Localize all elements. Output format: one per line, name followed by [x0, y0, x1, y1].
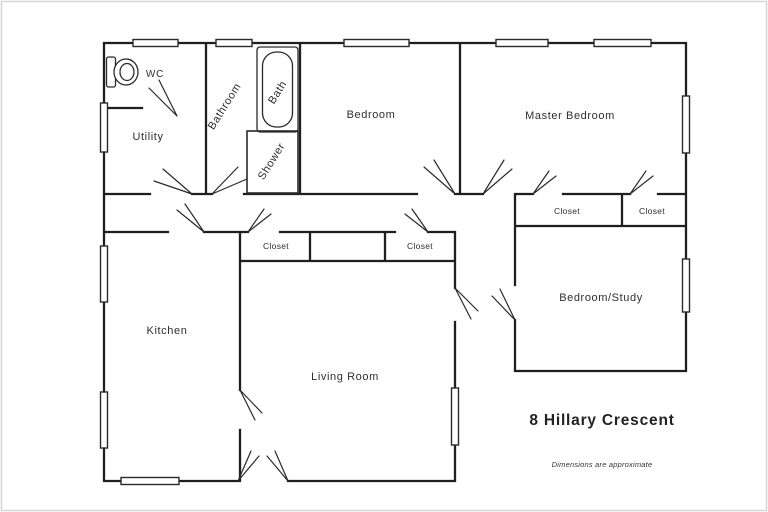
room-label-closet-hall-left: Closet — [263, 241, 289, 251]
door-swing-bedroom-study — [491, 288, 516, 321]
door-swing-closet-hall-left — [247, 208, 272, 233]
door-swing-kitchen-living — [239, 389, 263, 421]
window-symbol — [681, 95, 691, 154]
window-symbol — [132, 38, 179, 48]
window-symbol — [495, 38, 549, 48]
door-swing-kitchen — [176, 203, 205, 233]
toilet-icon — [105, 56, 139, 88]
door-swing-patio-right — [266, 450, 289, 482]
door-swing-bedroom — [423, 159, 456, 195]
window-symbol — [593, 38, 652, 48]
room-label-closet-hall-right: Closet — [407, 241, 433, 251]
door-swing-closet-hall-right — [404, 208, 429, 233]
door-swing-closet-master-right — [629, 170, 654, 195]
door-swing-wc — [148, 79, 178, 117]
door-swing-patio-left — [237, 450, 260, 482]
window-symbol — [681, 258, 691, 313]
room-label-bathroom: Bathroom — [206, 81, 244, 132]
window-symbol — [99, 102, 109, 153]
plan-footnote: Dimensions are approximate — [552, 460, 653, 469]
room-label-bedroom: Bedroom — [347, 109, 396, 121]
room-label-wc: WC — [146, 69, 164, 80]
room-label-closet-master-left: Closet — [554, 206, 580, 216]
door-swing-utility — [153, 168, 193, 195]
door-swings — [148, 79, 654, 482]
window-symbol — [99, 391, 109, 449]
door-swing-living-room — [454, 287, 479, 320]
room-label-utility: Utility — [132, 131, 163, 143]
room-label-living-room: Living Room — [311, 371, 379, 383]
door-swing-bathroom — [211, 166, 248, 195]
window-symbols — [99, 38, 691, 486]
room-label-master-bedroom: Master Bedroom — [525, 110, 615, 122]
window-symbol — [450, 387, 460, 446]
door-swing-closet-master-left — [532, 170, 557, 195]
window-symbol — [120, 476, 180, 486]
window-symbol — [215, 38, 253, 48]
room-label-closet-master-right: Closet — [639, 206, 665, 216]
room-label-bedroom-study: Bedroom/Study — [559, 292, 643, 304]
plan-title: 8 Hillary Crescent — [529, 412, 674, 429]
window-symbol — [343, 38, 410, 48]
room-label-kitchen: Kitchen — [147, 325, 188, 337]
shower-tray-icon — [246, 130, 299, 194]
room-label-shower: Shower — [256, 141, 288, 182]
bathtub-icon — [256, 46, 299, 133]
door-swing-master — [482, 159, 513, 195]
window-symbol — [99, 245, 109, 303]
